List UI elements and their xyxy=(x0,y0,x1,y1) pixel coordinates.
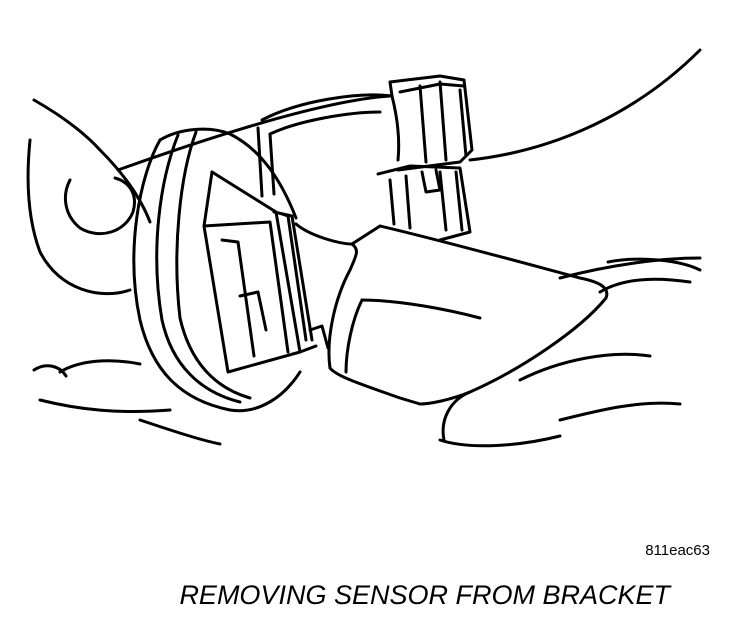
figure-caption: REMOVING SENSOR FROM BRACKET xyxy=(179,580,670,610)
sensor-body xyxy=(202,170,354,374)
bracket xyxy=(327,164,609,406)
hose xyxy=(116,48,702,280)
sensor-ring xyxy=(132,127,302,413)
right-hand xyxy=(438,257,702,448)
figure-code: 811eac63 xyxy=(645,542,710,559)
connector xyxy=(256,74,474,198)
